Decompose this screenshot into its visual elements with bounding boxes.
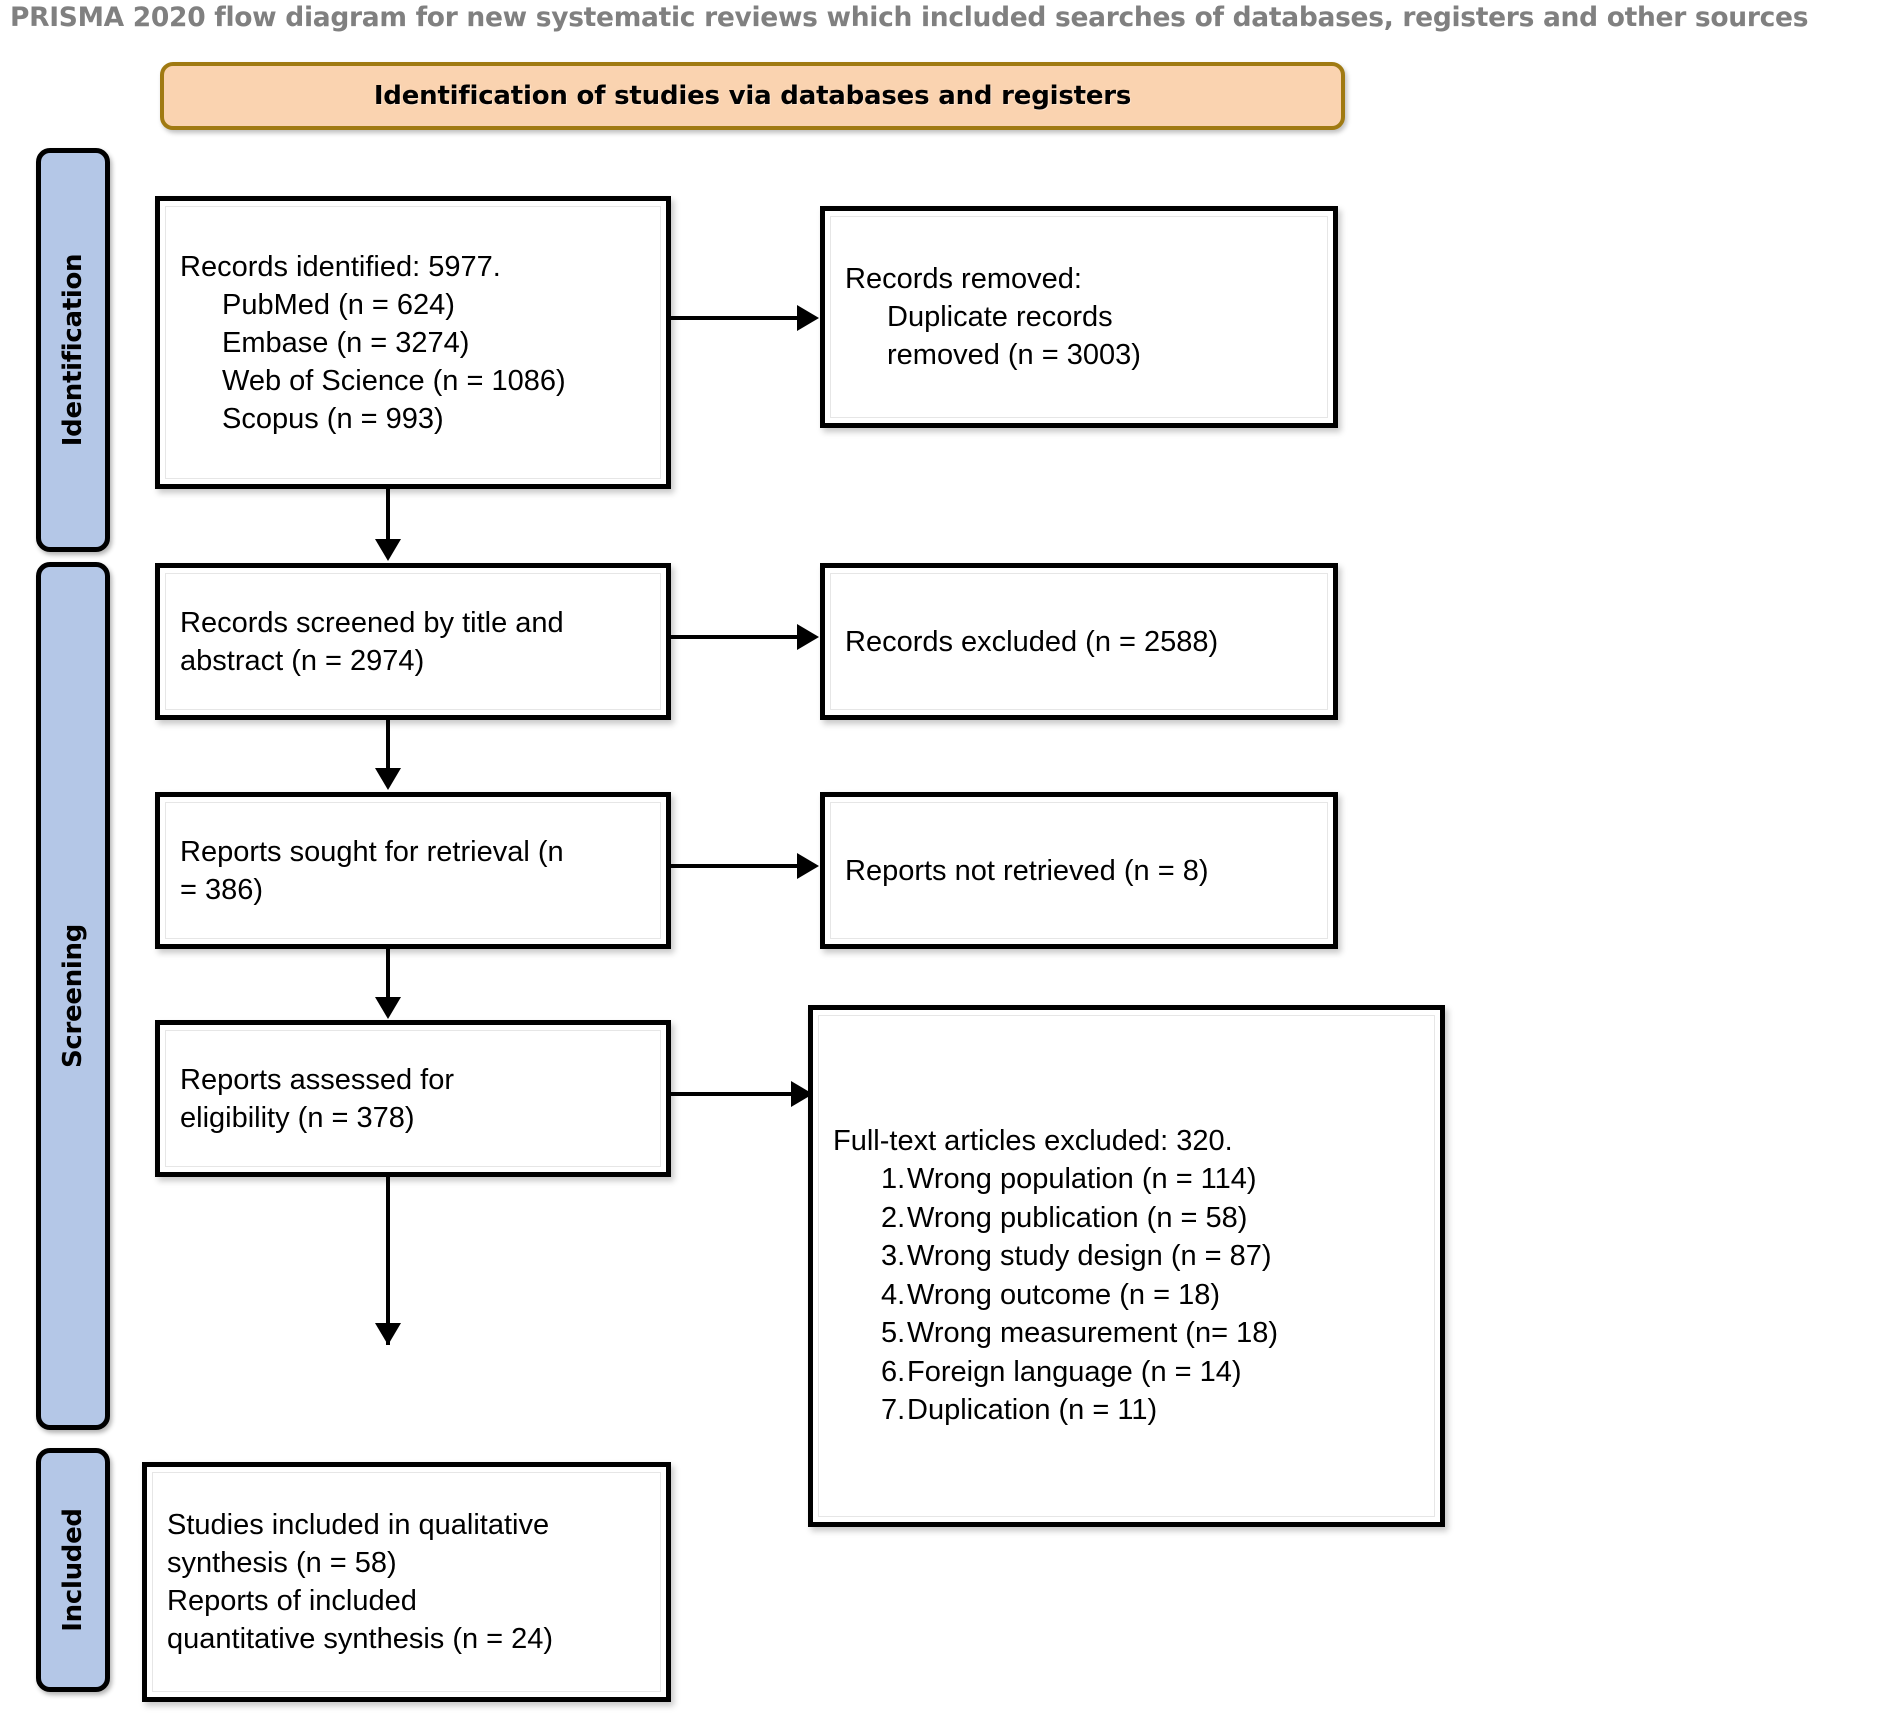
- records-screened-line-1: abstract (n = 2974): [180, 644, 425, 677]
- reports-not-retrieved-line-0: Reports not retrieved (n = 8): [845, 854, 1209, 887]
- studies-included-line-3: quantitative synthesis (n = 24): [167, 1623, 554, 1655]
- box-records-removed: Records removed: Duplicate records remov…: [820, 206, 1338, 428]
- box-reports-not-retrieved: Reports not retrieved (n = 8): [820, 792, 1338, 949]
- identification-banner-label: Identification of studies via databases …: [373, 81, 1132, 111]
- connector-sought-to-not-retrieved: [671, 864, 799, 868]
- phase-band-included: Included: [36, 1448, 110, 1692]
- arrowhead-assessed-to-included: [375, 1323, 401, 1345]
- reports-sought-line-1: = 386): [180, 873, 264, 906]
- records-removed-line-0: Duplicate records: [887, 301, 1113, 333]
- box-fulltext-excluded: Full-text articles excluded: 320. 1. Wro…: [808, 1005, 1445, 1527]
- records-identified-heading: Records identified: 5977.: [180, 250, 501, 283]
- connector-assessed-to-fulltext-excluded: [671, 1092, 801, 1096]
- phase-label-screening: Screening: [58, 923, 88, 1069]
- box-reports-assessed: Reports assessed for eligibility (n = 37…: [155, 1020, 671, 1177]
- studies-included-line-0: Studies included in qualitative: [167, 1509, 550, 1541]
- list-item: 5. Wrong measurement (n= 18): [833, 1314, 1420, 1353]
- records-removed-heading: Records removed:: [845, 263, 1082, 295]
- identification-banner: Identification of studies via databases …: [160, 62, 1345, 130]
- arrowhead-assessed-to-fulltext-excluded: [791, 1081, 813, 1107]
- records-identified-source-3: Scopus (n = 993): [222, 402, 444, 435]
- records-identified-source-0: PubMed (n = 624): [222, 288, 455, 321]
- connector-screened-to-excluded: [671, 635, 799, 639]
- phase-label-included: Included: [58, 1508, 88, 1632]
- arrowhead-sought-to-assessed: [375, 997, 401, 1019]
- arrowhead-sought-to-not-retrieved: [797, 853, 819, 879]
- reason-number: 7.: [881, 1394, 906, 1426]
- reason-label: Foreign language (n = 14): [907, 1355, 1242, 1388]
- list-item: 3. Wrong study design (n = 87): [833, 1237, 1420, 1276]
- connector-identified-to-removed: [671, 316, 799, 320]
- phase-band-screening: Screening: [36, 562, 110, 1430]
- reports-sought-line-0: Reports sought for retrieval (n: [180, 835, 564, 868]
- arrowhead-screened-to-excluded: [797, 624, 819, 650]
- list-item: 7. Duplication (n = 11): [833, 1391, 1420, 1430]
- records-identified-source-2: Web of Science (n = 1086): [222, 364, 566, 397]
- reason-number: 4.: [881, 1278, 906, 1311]
- studies-included-line-1: synthesis (n = 58): [167, 1547, 397, 1579]
- reason-number: 1.: [881, 1163, 906, 1195]
- box-reports-sought: Reports sought for retrieval (n = 386): [155, 792, 671, 949]
- list-item: 4. Wrong outcome (n = 18): [833, 1276, 1420, 1315]
- reason-label: Wrong study design (n = 87): [907, 1240, 1272, 1272]
- reason-number: 5.: [881, 1317, 906, 1349]
- reason-label: Wrong population (n = 114): [907, 1163, 1257, 1195]
- connector-screened-to-sought: [386, 720, 390, 770]
- box-studies-included: Studies included in qualitative synthesi…: [142, 1462, 671, 1702]
- list-item: 1. Wrong population (n = 114): [833, 1160, 1420, 1199]
- box-records-identified: Records identified: 5977. PubMed (n = 62…: [155, 196, 671, 489]
- connector-identified-to-screened: [386, 489, 390, 541]
- reports-assessed-line-0: Reports assessed for: [180, 1063, 455, 1096]
- list-item: 2. Wrong publication (n = 58): [833, 1199, 1420, 1238]
- records-removed-line-1: removed (n = 3003): [887, 339, 1141, 371]
- reason-label: Duplication (n = 11): [907, 1394, 1158, 1426]
- phase-label-identification: Identification: [58, 253, 88, 447]
- fulltext-excluded-heading: Full-text articles excluded: 320.: [833, 1125, 1233, 1157]
- reports-assessed-line-1: eligibility (n = 378): [180, 1101, 415, 1134]
- list-item: 6. Foreign language (n = 14): [833, 1353, 1420, 1392]
- arrowhead-identified-to-removed: [797, 305, 819, 331]
- phase-band-identification: Identification: [36, 148, 110, 552]
- reason-label: Wrong outcome (n = 18): [907, 1278, 1220, 1311]
- reason-number: 2.: [881, 1201, 906, 1234]
- connector-assessed-to-included: [386, 1177, 390, 1345]
- studies-included-line-2: Reports of included: [167, 1585, 417, 1617]
- arrowhead-screened-to-sought: [375, 768, 401, 790]
- fulltext-excluded-reason-list: 1. Wrong population (n = 114) 2. Wrong p…: [833, 1160, 1420, 1430]
- reason-label: Wrong publication (n = 58): [907, 1201, 1248, 1234]
- box-records-excluded: Records excluded (n = 2588): [820, 563, 1338, 720]
- box-records-screened: Records screened by title and abstract (…: [155, 563, 671, 720]
- arrowhead-identified-to-screened: [375, 539, 401, 561]
- records-identified-source-1: Embase (n = 3274): [222, 326, 470, 359]
- reason-number: 3.: [881, 1240, 906, 1272]
- connector-sought-to-assessed: [386, 949, 390, 999]
- records-excluded-line-0: Records excluded (n = 2588): [845, 625, 1219, 658]
- reason-number: 6.: [881, 1355, 906, 1388]
- diagram-caption: PRISMA 2020 flow diagram for new systema…: [10, 2, 1809, 33]
- records-screened-line-0: Records screened by title and: [180, 606, 564, 639]
- reason-label: Wrong measurement (n= 18): [907, 1317, 1278, 1349]
